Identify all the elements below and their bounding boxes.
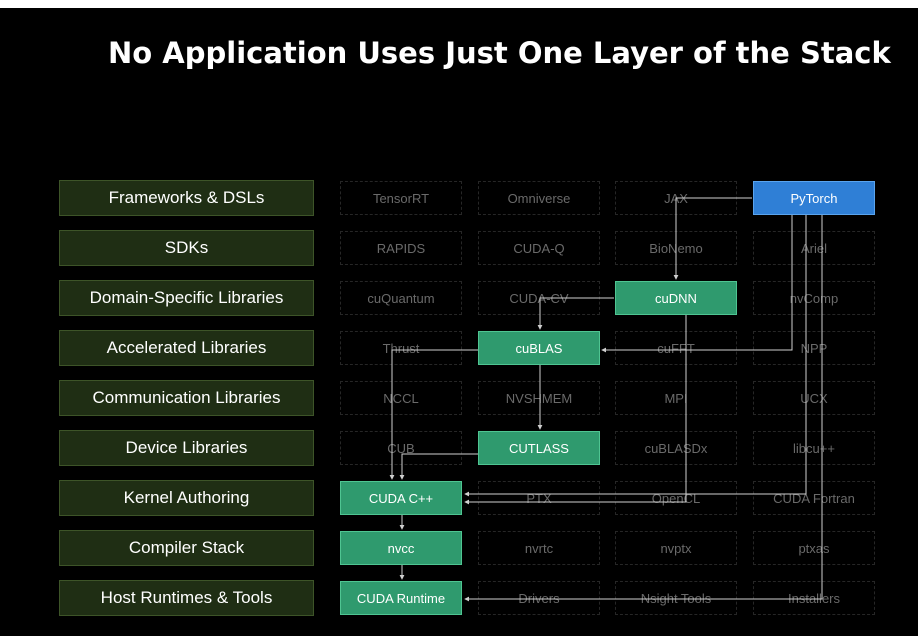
stack-cell-nvshmem: NVSHMEM bbox=[478, 381, 600, 415]
layer-label-communication: Communication Libraries bbox=[59, 380, 314, 416]
stack-cell-drivers: Drivers bbox=[478, 581, 600, 615]
stack-cell-nvrtc: nvrtc bbox=[478, 531, 600, 565]
stack-cell-nvcc: nvcc bbox=[340, 531, 462, 565]
stack-cell-cuda-cv: CUDA-CV bbox=[478, 281, 600, 315]
layer-label-host-runtimes: Host Runtimes & Tools bbox=[59, 580, 314, 616]
stack-cell-npp: NPP bbox=[753, 331, 875, 365]
stack-cell-nvptx: nvptx bbox=[615, 531, 737, 565]
layer-label-accelerated: Accelerated Libraries bbox=[59, 330, 314, 366]
layer-label-frameworks: Frameworks & DSLs bbox=[59, 180, 314, 216]
stack-cell-tensorrt: TensorRT bbox=[340, 181, 462, 215]
slide-title: No Application Uses Just One Layer of th… bbox=[108, 36, 891, 70]
stack-cell-thrust: Thrust bbox=[340, 331, 462, 365]
stack-cell-cuquantum: cuQuantum bbox=[340, 281, 462, 315]
stack-cell-cuda-runtime: CUDA Runtime bbox=[340, 581, 462, 615]
layer-label-sdks: SDKs bbox=[59, 230, 314, 266]
stack-cell-cudnn: cuDNN bbox=[615, 281, 737, 315]
stack-cell-cub: CUB bbox=[340, 431, 462, 465]
stack-cell-omniverse: Omniverse bbox=[478, 181, 600, 215]
stack-cell-ptx: PTX bbox=[478, 481, 600, 515]
stack-cell-cuda-cpp: CUDA C++ bbox=[340, 481, 462, 515]
stack-cell-cutlass: CUTLASS bbox=[478, 431, 600, 465]
layer-label-kernel-authoring: Kernel Authoring bbox=[59, 480, 314, 516]
stack-cell-ariel: Ariel bbox=[753, 231, 875, 265]
stack-cell-ucx: UCX bbox=[753, 381, 875, 415]
stack-cell-ptxas: ptxas bbox=[753, 531, 875, 565]
stack-cell-installers: Installers bbox=[753, 581, 875, 615]
stack-cell-nvcomp: nvComp bbox=[753, 281, 875, 315]
stack-cell-libcupp: libcu++ bbox=[753, 431, 875, 465]
stack-cell-nsight-tools: Nsight Tools bbox=[615, 581, 737, 615]
stack-cell-mpi: MPI bbox=[615, 381, 737, 415]
stack-cell-rapids: RAPIDS bbox=[340, 231, 462, 265]
stack-cell-cublas: cuBLAS bbox=[478, 331, 600, 365]
stack-cell-cufft: cuFFT bbox=[615, 331, 737, 365]
stack-cell-cuda-fortran: CUDA Fortran bbox=[753, 481, 875, 515]
stack-cell-bionemo: BioNemo bbox=[615, 231, 737, 265]
layer-label-domain-specific: Domain-Specific Libraries bbox=[59, 280, 314, 316]
stack-cell-pytorch: PyTorch bbox=[753, 181, 875, 215]
layer-label-device: Device Libraries bbox=[59, 430, 314, 466]
stack-cell-jax: JAX bbox=[615, 181, 737, 215]
stack-cell-nccl: NCCL bbox=[340, 381, 462, 415]
layer-label-compiler: Compiler Stack bbox=[59, 530, 314, 566]
stack-cell-cuda-q: CUDA-Q bbox=[478, 231, 600, 265]
stack-cell-cublasdx: cuBLASDx bbox=[615, 431, 737, 465]
slide: No Application Uses Just One Layer of th… bbox=[0, 8, 918, 636]
stack-cell-opencl: OpenCL bbox=[615, 481, 737, 515]
